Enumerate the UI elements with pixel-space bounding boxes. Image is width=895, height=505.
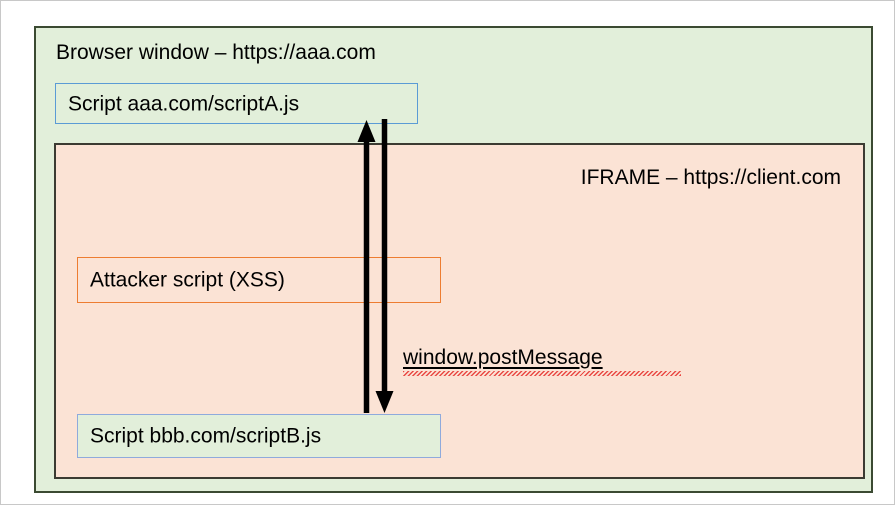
attacker-script-box: Attacker script (XSS) bbox=[77, 257, 441, 303]
script-b-box: Script bbb.com/scriptB.js bbox=[77, 414, 441, 458]
script-a-label: Script aaa.com/scriptA.js bbox=[68, 92, 300, 115]
script-a-box: Script aaa.com/scriptA.js bbox=[55, 83, 418, 124]
attacker-script-label: Attacker script (XSS) bbox=[90, 268, 285, 292]
iframe-label: IFRAME – https://client.com bbox=[580, 166, 841, 189]
browser-window-label: Browser window – https://aaa.com bbox=[56, 41, 376, 64]
script-b-label: Script bbb.com/scriptB.js bbox=[90, 424, 322, 448]
browser-window-container: Browser window – https://aaa.com Script … bbox=[34, 26, 873, 493]
iframe-container: IFRAME – https://client.com Attacker scr… bbox=[54, 143, 865, 479]
spellcheck-underline bbox=[403, 371, 681, 376]
post-message-label: window.postMessage bbox=[403, 346, 603, 369]
